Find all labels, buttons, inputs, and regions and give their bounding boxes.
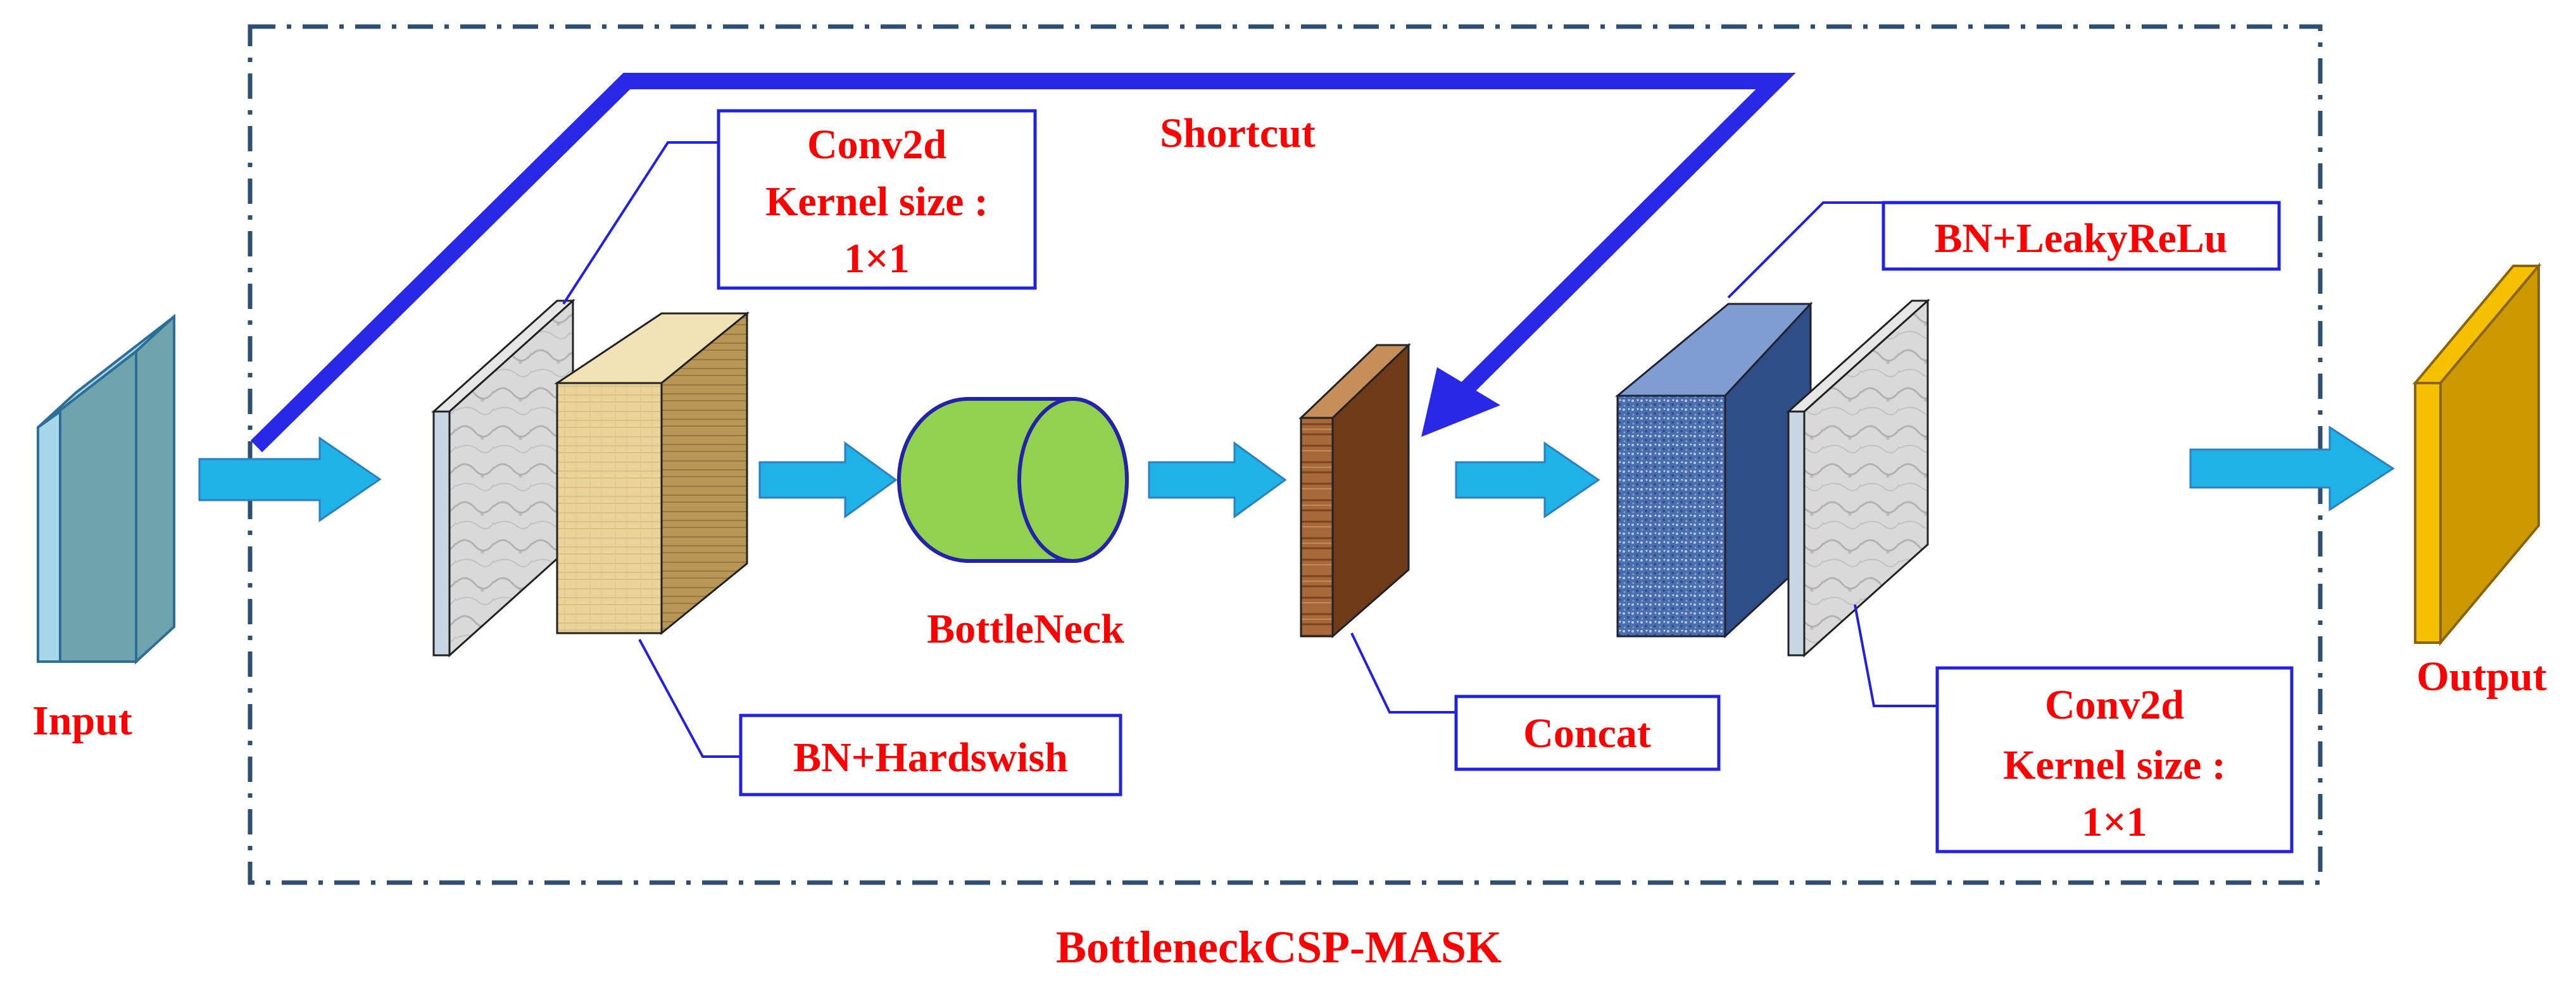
concat-label: Concat [1523,710,1651,757]
conv-top-line2: Kernel size : [765,179,988,225]
conv-marble-slab-2 [1786,298,1930,658]
shortcut-arrow [250,73,1796,453]
conv-bottom-line3: 1×1 [2082,799,2147,845]
leader-conv-top [562,141,719,305]
arrow-right-icon [198,436,382,522]
concat-wood-slab [1298,343,1411,639]
conv-bottom-line1: Conv2d [2045,682,2184,728]
bottleneck-label: BottleNeck [927,606,1124,652]
container-title: BottleneckCSP-MASK [1056,922,1502,973]
bn-hardswish-box [739,714,1122,796]
leader-bn-hardswish [638,639,741,758]
arrow-right-icon [758,441,898,519]
bn-hardswish-cube [554,311,750,636]
conv-bottom-line2: Kernel size : [2003,742,2226,788]
shortcut-label: Shortcut [1160,110,1316,156]
arrow-right-icon [1148,441,1287,519]
cylinder-icon [897,397,1129,563]
bn-hardswish-label: BN+Hardswish [793,734,1068,781]
leader-bn-leaky [1727,201,1883,299]
concat-box [1454,695,1721,771]
arrow-right-icon [2189,425,2395,512]
input-label: Input [32,698,132,744]
bn-leaky-label: BN+LeakyReLu [1935,215,2228,261]
input-tensor [37,313,175,665]
conv-top-line3: 1×1 [844,236,910,282]
conv-marble-slab-1 [431,298,575,658]
leader-conv-bottom [1854,604,1937,707]
output-tensor [2412,262,2542,646]
conv-top-box [717,109,1037,290]
conv-bottom-box [1935,666,2294,853]
output-label: Output [2416,653,2546,700]
bn-leakyrelu-cube [1614,301,1813,639]
conv-top-line1: Conv2d [807,122,946,168]
leader-concat [1350,633,1456,714]
arrow-right-icon [1455,441,1600,519]
leader-lines [562,141,1937,758]
bn-leaky-box [1882,201,2281,271]
csp-container-border [248,24,2323,885]
